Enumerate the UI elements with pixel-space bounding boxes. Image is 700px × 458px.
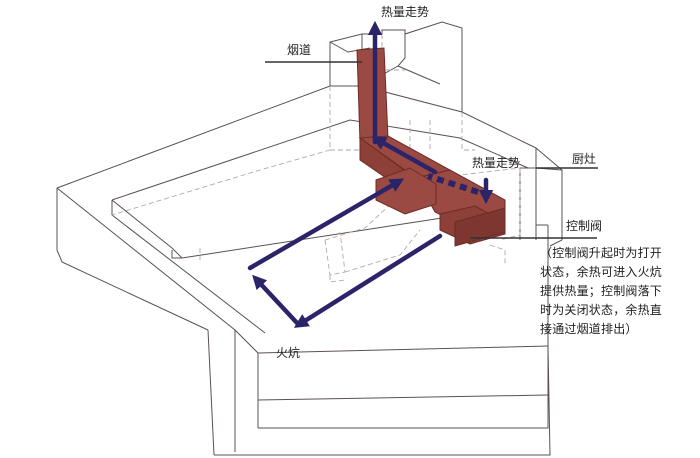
flue-duct [356, 47, 506, 247]
label-flue: 烟道 [287, 43, 312, 57]
duct-front-face [454, 207, 506, 247]
flow-arrow-flue-horizontal [371, 136, 438, 175]
label-stove: 厨灶 [572, 152, 597, 166]
note-line: 时为关闭状态，余热直 [540, 303, 663, 317]
label-heat-flow-mid: 热量走势 [472, 156, 521, 170]
flow-arrow-kang-left [252, 274, 301, 327]
label-control-valve: 控制阀 [566, 219, 603, 233]
note-line: （控制阀升起时为打开 [540, 246, 663, 260]
note-line: 提供热量；控制阀落下 [540, 284, 663, 298]
flow-arrow-from-stove-dashed [427, 173, 479, 195]
leader-lines [265, 61, 598, 239]
control-valve-note: （控制阀升起时为打开 状态，余热可进入火炕 提供热量；控制阀落下 时为关闭状态，… [540, 244, 670, 339]
label-kang: 火炕 [276, 346, 301, 360]
label-heat-flow-top: 热量走势 [381, 5, 430, 19]
note-line: 状态，余热可进入火炕 [540, 265, 663, 279]
flow-arrow-kang-back [247, 178, 405, 271]
flow-arrow-into-kang [293, 233, 443, 328]
heat-flow-arrows [247, 20, 494, 328]
note-line: 接通过烟道排出） [540, 322, 638, 336]
